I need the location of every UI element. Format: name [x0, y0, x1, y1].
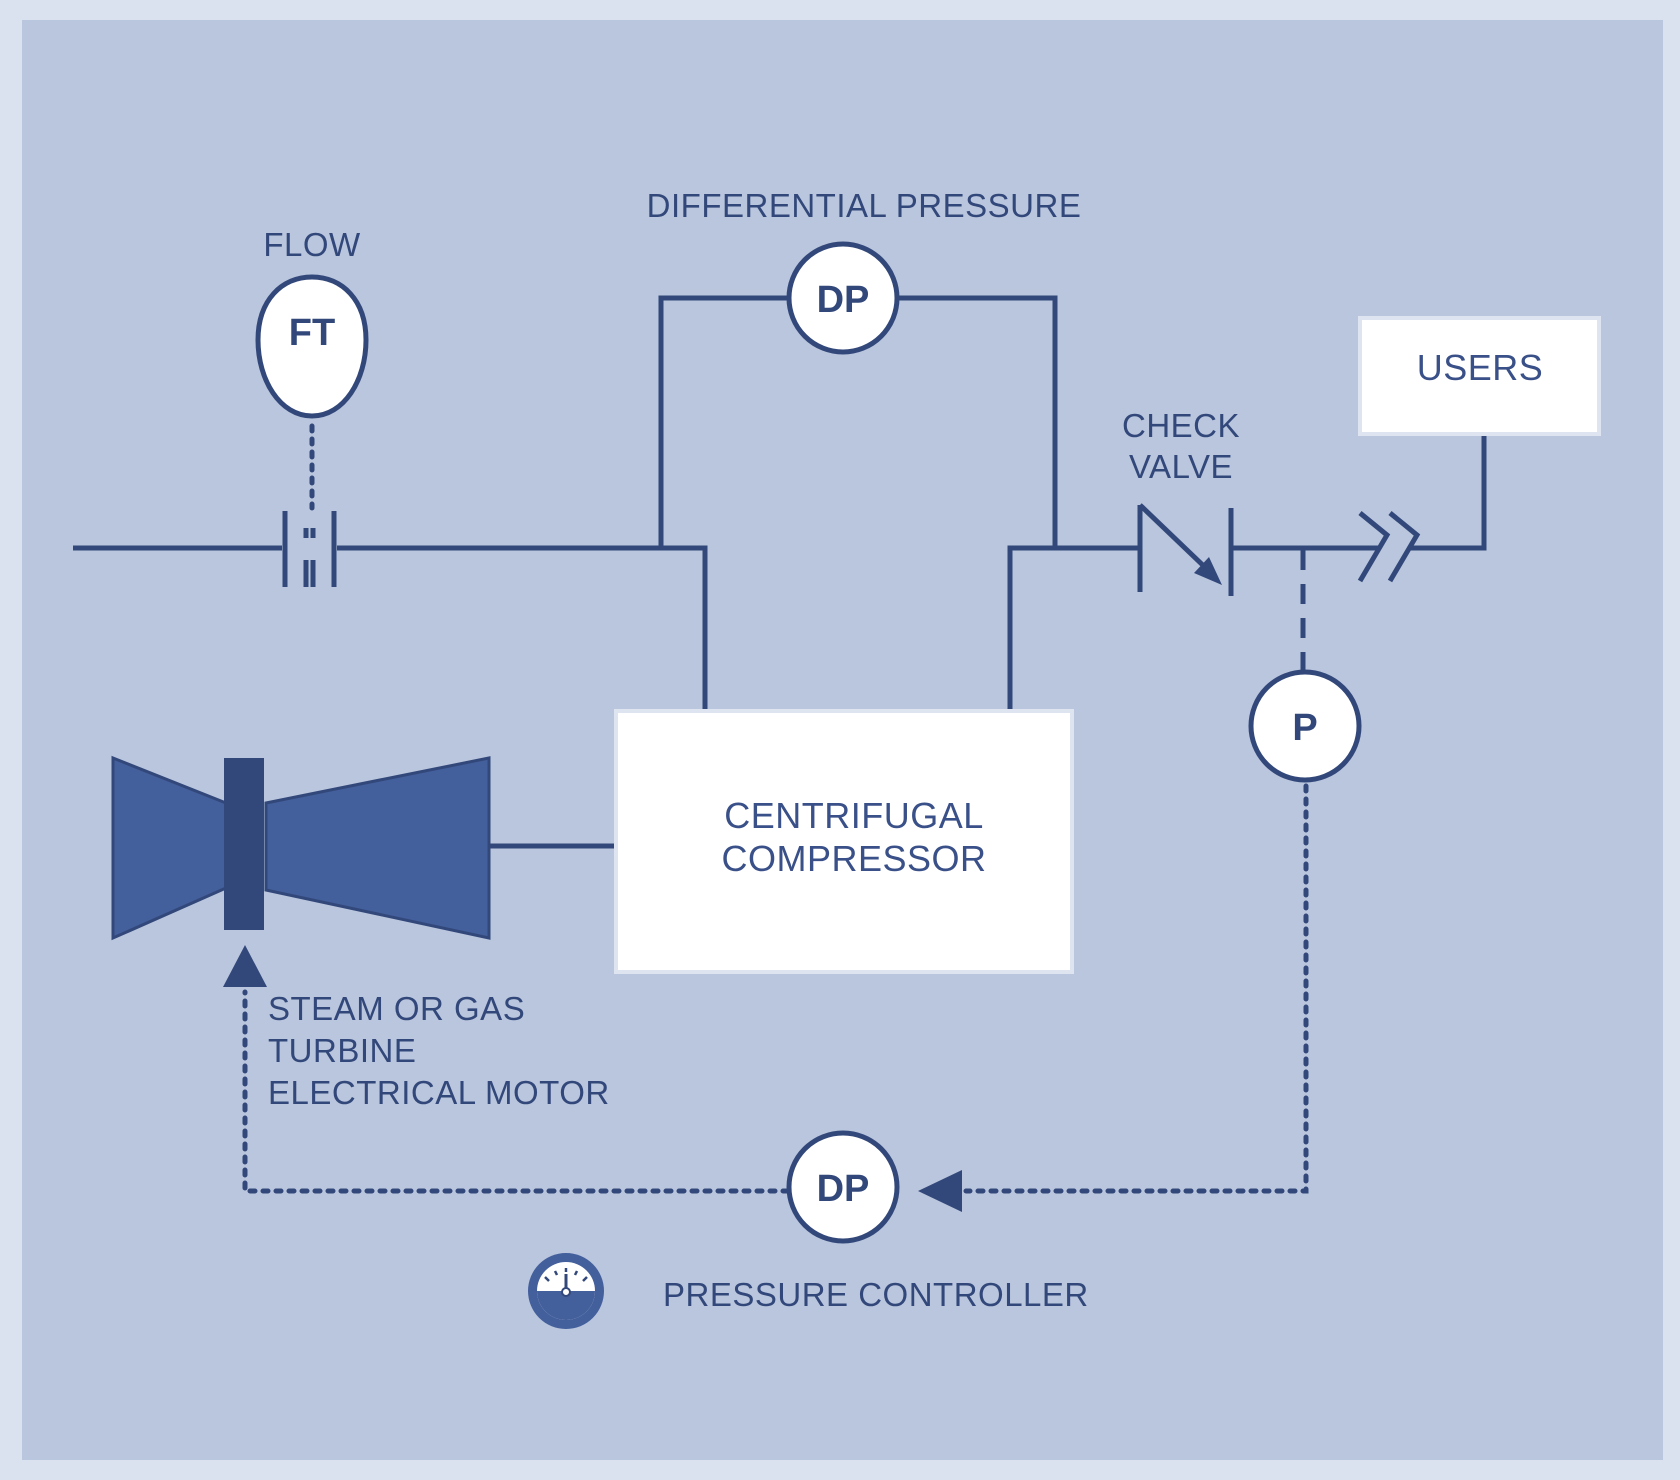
pipe-break-symbol [1357, 511, 1421, 583]
flow-transmitter: FT [255, 274, 369, 419]
control-signal-line-left [242, 989, 791, 1194]
turbine-icon [111, 755, 491, 941]
signal-arrow-icon [918, 1170, 962, 1212]
control-signal-line-right [963, 783, 1309, 1194]
dp-loop-left [658, 295, 790, 548]
gauge-icon [528, 1253, 604, 1329]
compressor-label-line2: COMPRESSOR [721, 838, 986, 879]
check-valve [1137, 503, 1234, 596]
flow-transmitter-label: FT [289, 312, 335, 354]
compressor-label-line1: CENTRIFUGAL [724, 795, 984, 836]
dp-indicator-top: DP [786, 241, 900, 355]
dp-controller-bottom-label: DP [817, 1168, 870, 1210]
check-valve-label-line2: VALVE [1129, 448, 1233, 485]
dp-controller-bottom: DP [786, 1130, 900, 1244]
differential-pressure-label: DIFFERENTIAL PRESSURE [647, 187, 1082, 224]
turbine-control-arrow-icon [223, 945, 267, 987]
pressure-controller-label: PRESSURE CONTROLLER [663, 1276, 1089, 1313]
dp-indicator-top-label: DP [817, 279, 870, 321]
users-feed-line [1410, 436, 1487, 551]
driver-label-line2: TURBINE [268, 1032, 416, 1069]
discharge-pipe [1007, 545, 1380, 709]
pressure-indicator-label: P [1292, 707, 1317, 749]
inlet-pipe [73, 545, 708, 709]
users-box [1358, 316, 1601, 436]
driver-label-line1: STEAM OR GAS [268, 990, 525, 1027]
users-label: USERS [1417, 347, 1544, 388]
flow-label: FLOW [263, 226, 361, 263]
compressor-box [614, 709, 1074, 974]
orifice-plate [282, 511, 337, 587]
pressure-indicator: P [1248, 669, 1362, 783]
dp-loop-right [898, 295, 1058, 548]
driver-label-line3: ELECTRICAL MOTOR [268, 1074, 610, 1111]
check-valve-label-line1: CHECK [1122, 407, 1240, 444]
